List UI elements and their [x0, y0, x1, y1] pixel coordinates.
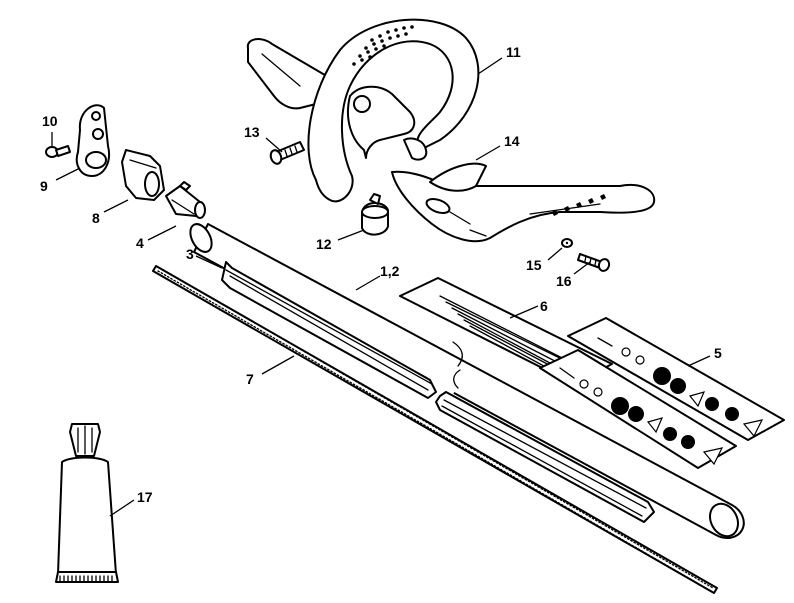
coupling-4	[165, 181, 206, 219]
callout-9: 9	[40, 178, 48, 194]
screw-16	[577, 253, 611, 272]
leader-lines	[51, 57, 711, 517]
callout-11: 11	[506, 44, 521, 60]
callout-labels: 11 14 13 10 9 8 4 12 15 16 3 1,2 6 5 7 1…	[40, 44, 722, 505]
grip-dots	[352, 25, 414, 66]
decal-5-upper	[567, 317, 785, 441]
callout-3: 3	[186, 246, 194, 262]
callout-12: 12	[316, 236, 332, 252]
bracket-9	[75, 104, 110, 177]
callout-1-2: 1,2	[380, 263, 400, 279]
tube-liner	[221, 261, 655, 523]
callout-6: 6	[540, 298, 548, 314]
screw-10	[45, 145, 71, 158]
sleeve-8	[121, 149, 165, 201]
callout-16: 16	[556, 273, 572, 289]
washer-15	[561, 238, 573, 248]
callout-17: 17	[137, 489, 153, 505]
callout-15: 15	[526, 257, 542, 273]
callout-14: 14	[504, 133, 520, 149]
decal-5-lower	[539, 349, 737, 469]
callout-5: 5	[714, 345, 722, 361]
callout-10: 10	[42, 113, 58, 129]
loop-handle	[246, 18, 480, 203]
drive-tube	[189, 223, 745, 539]
callout-7: 7	[246, 371, 254, 387]
clamp-ring	[361, 193, 389, 236]
callout-8: 8	[92, 210, 100, 226]
screw-13	[269, 141, 305, 165]
grease-tube	[55, 423, 119, 583]
drive-shaft	[152, 265, 718, 594]
callout-4: 4	[136, 235, 144, 251]
barrier-bar	[391, 162, 656, 243]
callout-13: 13	[244, 124, 260, 140]
